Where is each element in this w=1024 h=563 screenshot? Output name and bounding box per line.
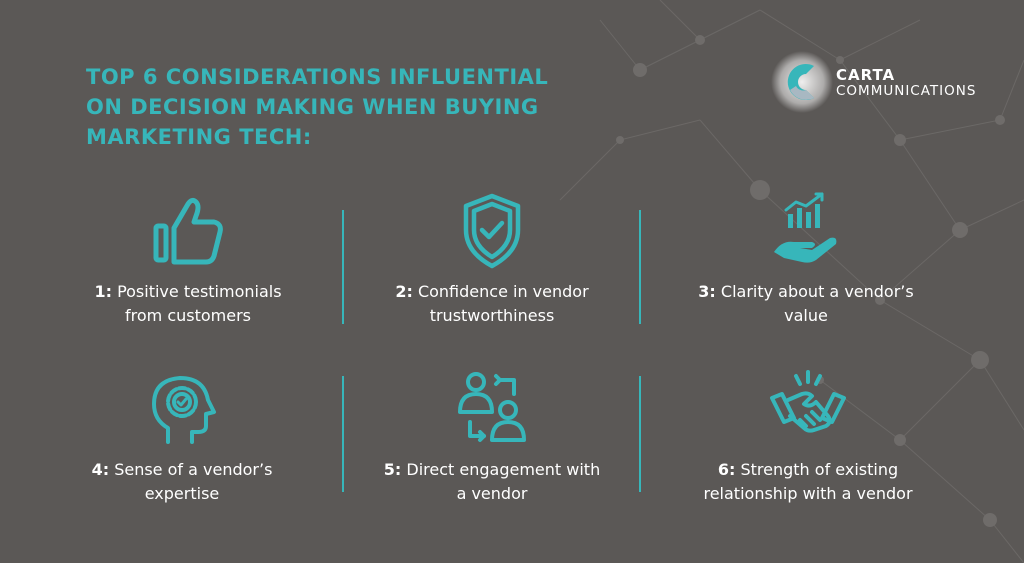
title-line-3: MARKETING TECH: — [86, 125, 312, 149]
consideration-label: 6: Strength of existing relationship wit… — [703, 460, 913, 503]
consideration-item-5: 5: Direct engagement with a vendor — [362, 368, 622, 506]
shield-check-icon — [463, 193, 521, 269]
logo-text: CARTA COMMUNICATIONS — [836, 67, 976, 99]
logo-line-1: CARTA — [836, 66, 896, 84]
carta-logo-mark-icon — [771, 51, 833, 113]
column-divider — [639, 210, 641, 324]
head-gear-icon — [152, 376, 216, 444]
title-line-1: TOP 6 CONSIDERATIONS INFLUENTIAL — [86, 65, 549, 89]
consideration-label: 1: Positive testimonials from customers — [94, 282, 282, 325]
consideration-label: 5: Direct engagement with a vendor — [383, 460, 601, 503]
hand-chart-icon — [774, 192, 837, 263]
carta-logo: CARTA COMMUNICATIONS — [770, 50, 1000, 120]
thumbs-up-icon — [153, 197, 223, 265]
handshake-icon — [770, 370, 846, 433]
column-divider — [639, 376, 641, 492]
title-line-2: ON DECISION MAKING WHEN BUYING — [86, 95, 539, 119]
column-divider — [342, 210, 344, 324]
consideration-item-6: 6: Strength of existing relationship wit… — [678, 368, 938, 506]
consideration-label: 3: Clarity about a vendor’s value — [698, 282, 914, 325]
consideration-item-1: 1: Positive testimonials from customers — [58, 190, 318, 328]
consideration-item-3: 3: Clarity about a vendor’s value — [676, 190, 936, 328]
page-title: TOP 6 CONSIDERATIONS INFLUENTIAL ON DECI… — [86, 62, 606, 152]
people-exchange-icon — [458, 372, 526, 442]
logo-line-2: COMMUNICATIONS — [836, 83, 977, 99]
column-divider — [342, 376, 344, 492]
consideration-label: 2: Confidence in vendor trustworthiness — [395, 282, 589, 325]
consideration-item-4: 4: Sense of a vendor’s expertise — [52, 368, 312, 506]
consideration-label: 4: Sense of a vendor’s expertise — [91, 460, 273, 503]
consideration-item-2: 2: Confidence in vendor trustworthiness — [362, 190, 622, 328]
